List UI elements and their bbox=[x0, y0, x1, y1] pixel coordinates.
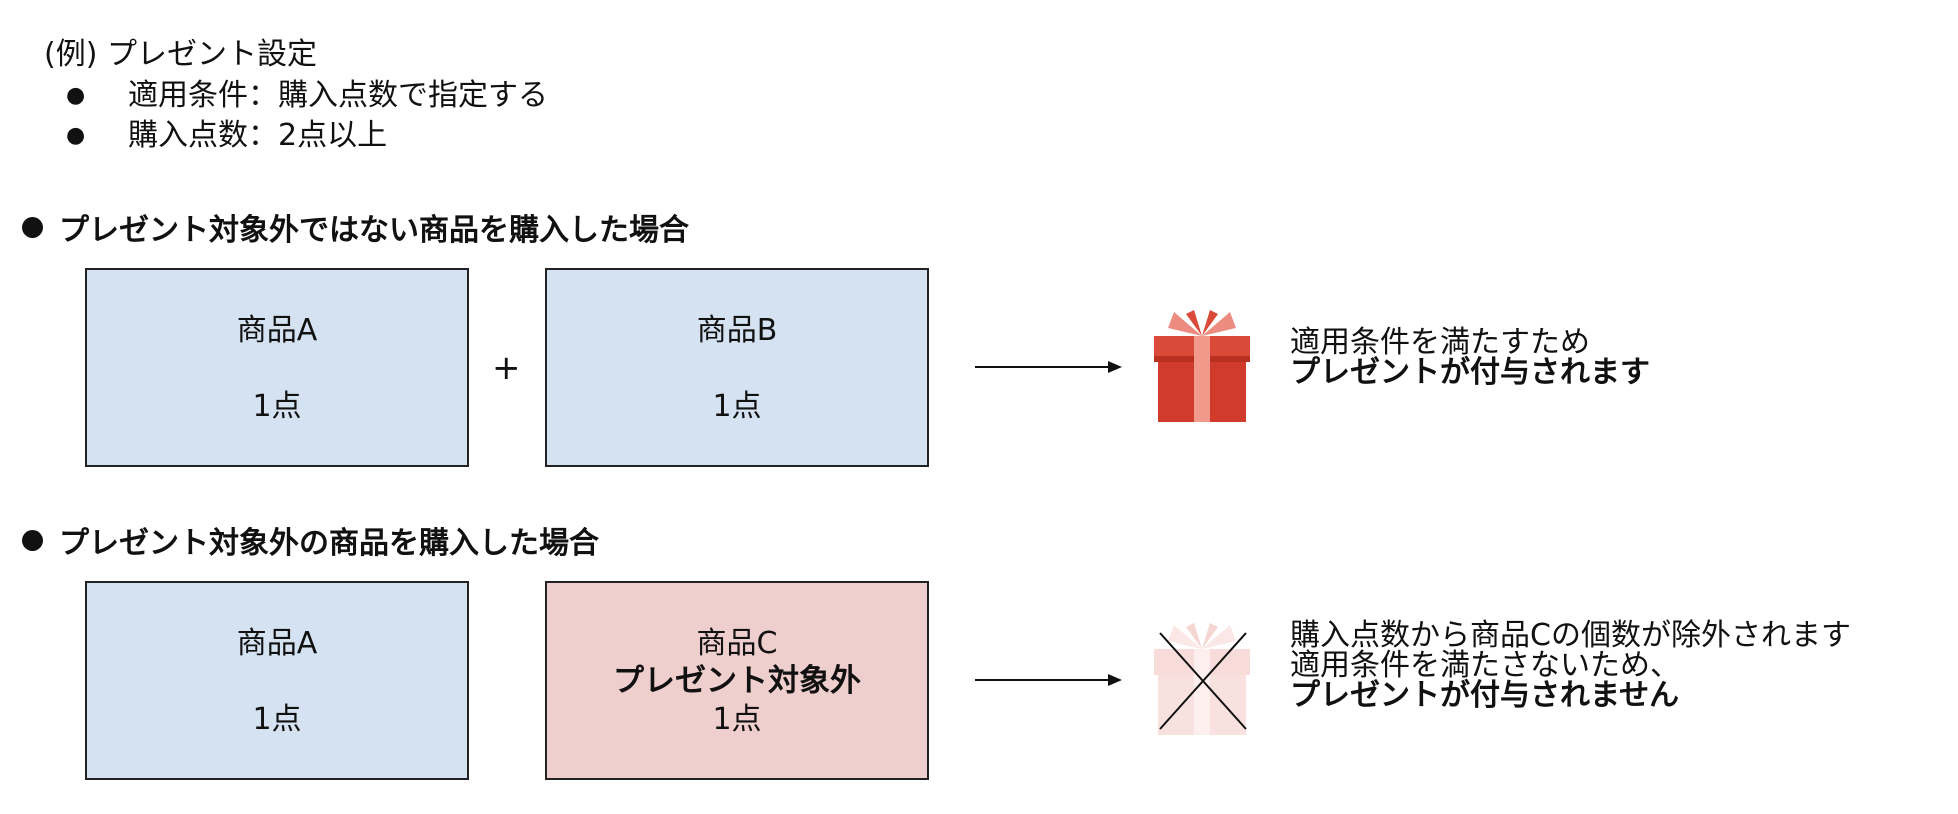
product-quantity: 1点 bbox=[252, 389, 302, 424]
example-title: (例) プレゼント設定 bbox=[44, 37, 317, 72]
example-quantity-text: 購入点数：2点以上 bbox=[128, 118, 388, 153]
excluded-label: プレゼント対象外 bbox=[613, 663, 861, 699]
case1-heading-text: プレゼント対象外ではない商品を購入した場合 bbox=[59, 213, 689, 248]
example-condition-text: 適用条件：購入点数で指定する bbox=[128, 78, 548, 113]
case2-heading: プレゼント対象外の商品を購入した場合 bbox=[22, 529, 599, 559]
product-name: 商品A bbox=[236, 313, 318, 348]
product-quantity: 1点 bbox=[712, 702, 762, 737]
case1-result-line2: プレゼントが付与されます bbox=[1290, 355, 1650, 390]
bullet-dot-icon bbox=[22, 530, 43, 551]
case1-result-line1: 適用条件を満たすため bbox=[1290, 325, 1590, 360]
plus-sign: + bbox=[492, 348, 521, 388]
case2-heading-text: プレゼント対象外の商品を購入した場合 bbox=[59, 526, 599, 561]
case2-result-line1: 購入点数から商品Cの個数が除外されます bbox=[1290, 618, 1851, 653]
case2-result: 購入点数から商品Cの個数が除外されます 適用条件を満たさないため、 プレゼントが… bbox=[1290, 621, 1851, 711]
case1-heading: プレゼント対象外ではない商品を購入した場合 bbox=[22, 216, 689, 246]
case2-result-line3: プレゼントが付与されません bbox=[1290, 678, 1680, 713]
product-name: 商品B bbox=[696, 313, 778, 348]
case1-product-b-box: 商品B 1点 bbox=[545, 268, 929, 467]
case1-product-a-box: 商品A 1点 bbox=[85, 268, 469, 467]
case2-result-line2: 適用条件を満たさないため、 bbox=[1290, 648, 1680, 683]
example-quantity-item: ● 購入点数：2点以上 bbox=[66, 121, 387, 151]
gift-crossed-out-icon bbox=[1154, 623, 1250, 735]
product-quantity: 1点 bbox=[252, 702, 302, 737]
bullet-icon: ● bbox=[66, 123, 86, 148]
case2-product-c-box: 商品C プレゼント対象外 1点 bbox=[545, 581, 929, 780]
arrow-right-icon bbox=[975, 674, 1122, 686]
bullet-icon: ● bbox=[66, 83, 86, 108]
arrow-right-icon bbox=[975, 361, 1122, 373]
gift-icon bbox=[1154, 310, 1250, 422]
bullet-dot-icon bbox=[22, 217, 43, 238]
example-condition-item: ● 適用条件：購入点数で指定する bbox=[66, 81, 548, 111]
product-name: 商品C bbox=[696, 626, 778, 661]
case1-result: 適用条件を満たすため プレゼントが付与されます bbox=[1290, 328, 1650, 388]
case2-product-a-box: 商品A 1点 bbox=[85, 581, 469, 780]
product-name: 商品A bbox=[236, 626, 318, 661]
product-quantity: 1点 bbox=[712, 389, 762, 424]
